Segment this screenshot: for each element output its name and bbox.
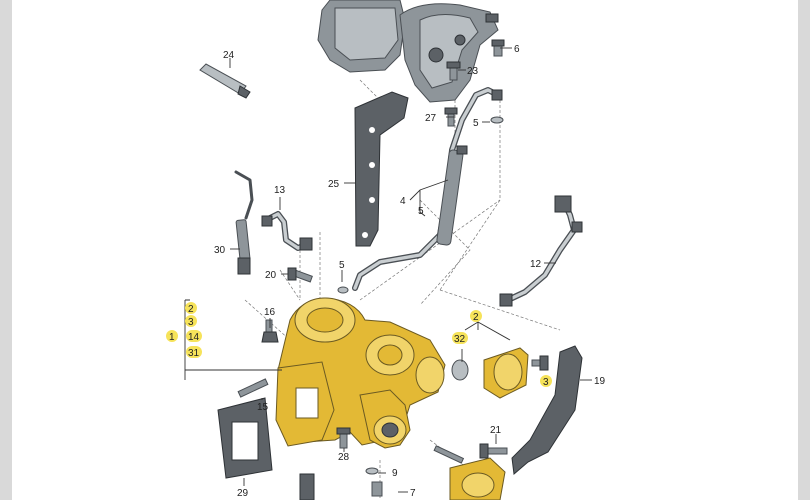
label-group-3: 3	[188, 317, 194, 328]
label-23: 23	[467, 66, 479, 77]
label-16: 16	[264, 307, 276, 318]
label-5c: 5	[339, 260, 345, 271]
bottom-actuator	[433, 445, 506, 500]
turbine-flange	[275, 361, 335, 447]
label-right-3: 3	[543, 377, 549, 388]
part-25-gasket	[354, 91, 409, 247]
part-30-sensor	[234, 170, 254, 275]
label-27: 27	[425, 113, 437, 124]
label-21: 21	[490, 425, 502, 436]
part-19-bracket	[511, 345, 583, 475]
label-group-1: 1	[169, 332, 175, 343]
label-15: 15	[257, 402, 269, 413]
label-group-2: 2	[188, 304, 194, 315]
part-15-bolt	[237, 378, 269, 398]
label-4: 4	[400, 196, 406, 207]
small-bolts-top	[444, 39, 505, 127]
label-24: 24	[223, 50, 235, 61]
label-6: 6	[514, 44, 520, 55]
label-29: 29	[237, 488, 249, 499]
part-29-gasket	[217, 397, 273, 479]
label-group-31: 31	[188, 348, 200, 359]
label-20: 20	[265, 270, 277, 281]
part-4-oil-pipe	[337, 87, 503, 294]
wastegate-actuator	[451, 347, 549, 399]
label-30: 30	[214, 245, 226, 256]
label-highlights	[166, 302, 552, 387]
part-13-hose	[261, 211, 313, 251]
label-13: 13	[274, 185, 286, 196]
part-24-tube	[199, 63, 251, 99]
label-7: 7	[410, 488, 416, 499]
manifold-housing	[317, 0, 499, 103]
part-20-bolt	[287, 267, 313, 283]
label-9: 9	[392, 468, 398, 479]
label-32: 32	[454, 334, 466, 345]
bottom-fittings	[299, 467, 383, 500]
label-12: 12	[530, 259, 542, 270]
label-28: 28	[338, 452, 350, 463]
leader-lines	[184, 47, 592, 493]
part-12-coolant-pipe	[499, 195, 583, 307]
label-group-14: 14	[188, 332, 200, 343]
label-5b: 5	[418, 206, 424, 217]
part-16-nut	[261, 319, 279, 343]
label-5a: 5	[473, 118, 479, 129]
part-21-bolt	[479, 443, 508, 459]
part-labels: 24 6 23 27 5 25 4 5 13 30 12 20 5 16 2 3…	[169, 44, 606, 499]
label-25: 25	[328, 179, 340, 190]
label-right-2: 2	[473, 312, 479, 323]
part-28-bolt	[336, 427, 351, 449]
label-19: 19	[594, 376, 606, 387]
